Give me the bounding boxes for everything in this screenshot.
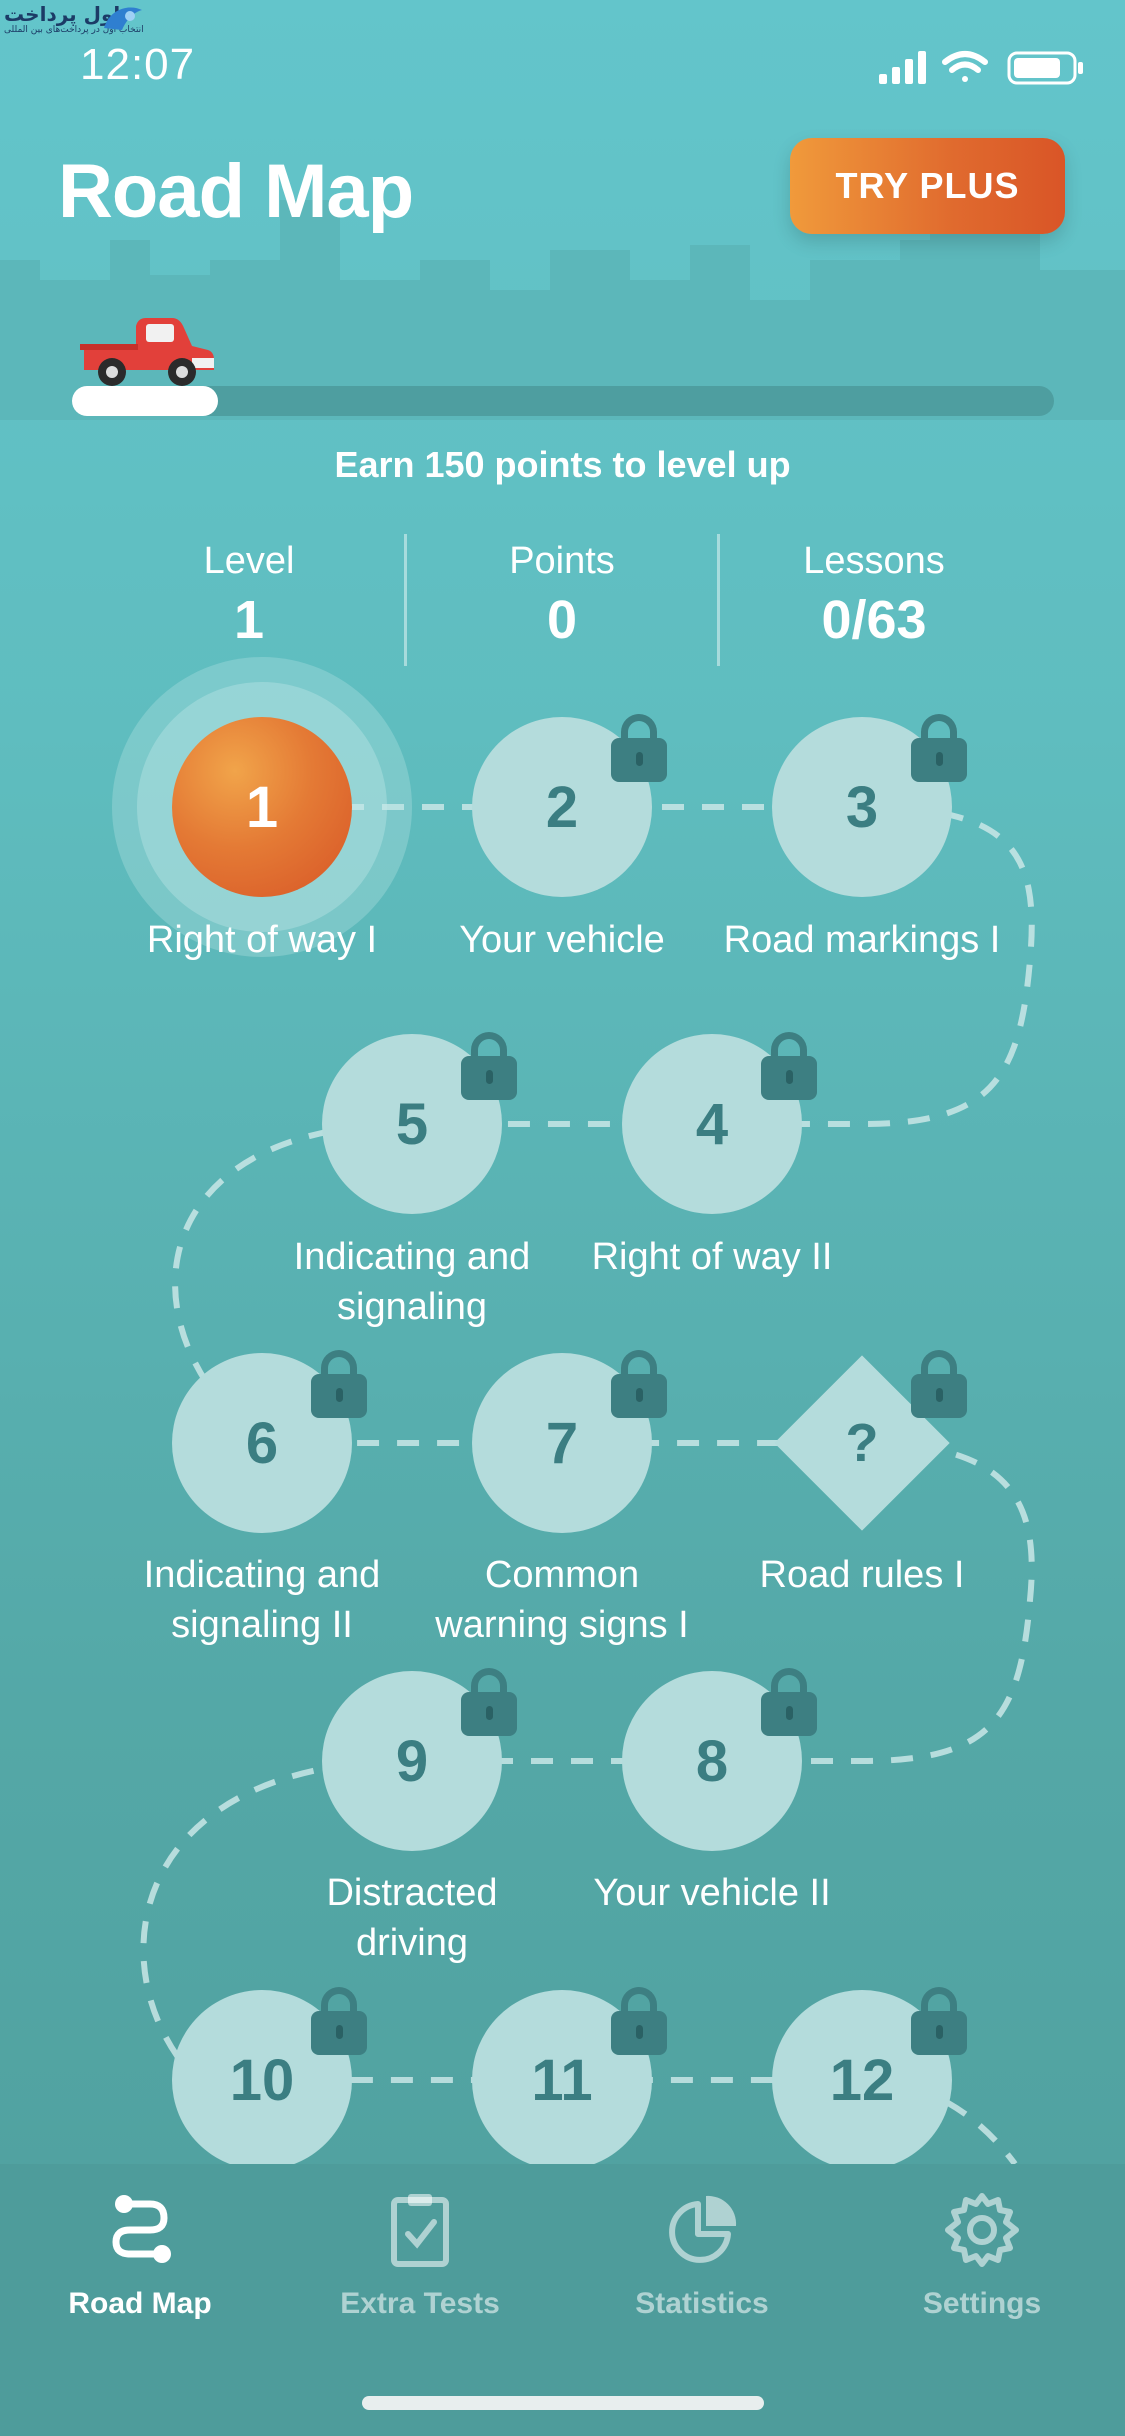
lock-icon xyxy=(311,1987,367,2055)
lesson-title-4: Right of way II xyxy=(591,1236,833,1278)
lesson-title-2: Your vehicle xyxy=(459,919,665,961)
lock-icon xyxy=(911,714,967,782)
road-map-icon xyxy=(112,2195,171,2263)
lock-icon xyxy=(911,1987,967,2055)
stat-level-label: Level xyxy=(203,540,295,582)
try-plus-button[interactable]: TRY PLUS xyxy=(790,138,1065,234)
lock-icon xyxy=(611,714,667,782)
stat-points-value: 0 xyxy=(546,590,578,650)
lesson-title-6: Indicating and signaling II xyxy=(143,1554,381,1646)
pie-chart-icon xyxy=(669,2195,737,2263)
tab-extra-tests[interactable]: Extra Tests xyxy=(310,2190,530,2321)
lock-icon xyxy=(611,1350,667,1418)
clipboard-check-icon xyxy=(391,2194,449,2267)
stat-level-value: 1 xyxy=(233,590,265,650)
stat-points: Points 0 xyxy=(412,540,712,651)
signal-icon xyxy=(879,51,926,84)
status-icons xyxy=(879,48,1089,88)
lock-icon xyxy=(311,1350,367,1418)
page-title: Road Map xyxy=(58,149,414,234)
lesson-node-6[interactable]: 6 xyxy=(172,1353,352,1533)
level-progress-track xyxy=(72,386,1054,416)
lock-icon xyxy=(461,1032,517,1100)
lesson-title-quiz: Road rules I xyxy=(759,1554,965,1596)
lock-icon xyxy=(761,1032,817,1100)
lesson-node-1[interactable]: 1 xyxy=(172,717,352,897)
wifi-icon xyxy=(942,51,988,82)
stat-divider xyxy=(717,534,720,666)
home-indicator[interactable] xyxy=(362,2396,764,2410)
tab-road-map[interactable]: Road Map xyxy=(30,2190,250,2321)
watermark-tagline: انتخاب اول در پرداخت‌های بین المللی xyxy=(4,25,144,35)
stat-divider xyxy=(404,534,407,666)
stat-lessons-value: 0/63 xyxy=(821,590,927,650)
tab-statistics-label: Statistics xyxy=(635,2287,769,2320)
quiz-node-road-rules[interactable]: ? xyxy=(772,1353,952,1533)
lock-icon xyxy=(461,1668,517,1736)
gear-icon xyxy=(945,2193,1019,2267)
lesson-title-1: Right of way I xyxy=(146,919,378,961)
watermark-logo: اول پرداخت انتخاب اول در پرداخت‌های بین … xyxy=(0,0,150,40)
lesson-title-7: Common warning signs I xyxy=(435,1554,689,1646)
tab-extra-tests-label: Extra Tests xyxy=(340,2287,500,2320)
lock-icon xyxy=(761,1668,817,1736)
stat-lessons: Lessons 0/63 xyxy=(724,540,1024,651)
level-progress-fill xyxy=(72,386,218,416)
lesson-title-3: Road markings I xyxy=(723,919,1001,961)
stat-level: Level 1 xyxy=(99,540,399,651)
tab-bar xyxy=(0,2164,1125,2436)
lock-icon xyxy=(911,1350,967,1418)
tab-settings[interactable]: Settings xyxy=(872,2190,1092,2321)
level-up-message: Earn 150 points to level up xyxy=(334,444,791,485)
watermark-brand: اول پرداخت xyxy=(4,2,121,26)
lesson-title-5: Indicating and signaling xyxy=(293,1236,531,1328)
truck-icon xyxy=(80,318,214,386)
tab-statistics[interactable]: Statistics xyxy=(592,2190,812,2321)
lesson-title-9: Distracted driving xyxy=(326,1872,498,1964)
lesson-title-8: Your vehicle II xyxy=(593,1872,831,1914)
tab-settings-label: Settings xyxy=(922,2287,1042,2320)
status-time: 12:07 xyxy=(80,40,196,89)
battery-icon xyxy=(1007,51,1083,85)
quiz-question-mark: ? xyxy=(845,1413,879,1473)
lock-icon xyxy=(611,1987,667,2055)
logo-icon xyxy=(104,7,142,30)
stat-lessons-label: Lessons xyxy=(803,540,945,582)
stat-points-label: Points xyxy=(509,540,615,582)
tab-road-map-label: Road Map xyxy=(68,2287,212,2320)
